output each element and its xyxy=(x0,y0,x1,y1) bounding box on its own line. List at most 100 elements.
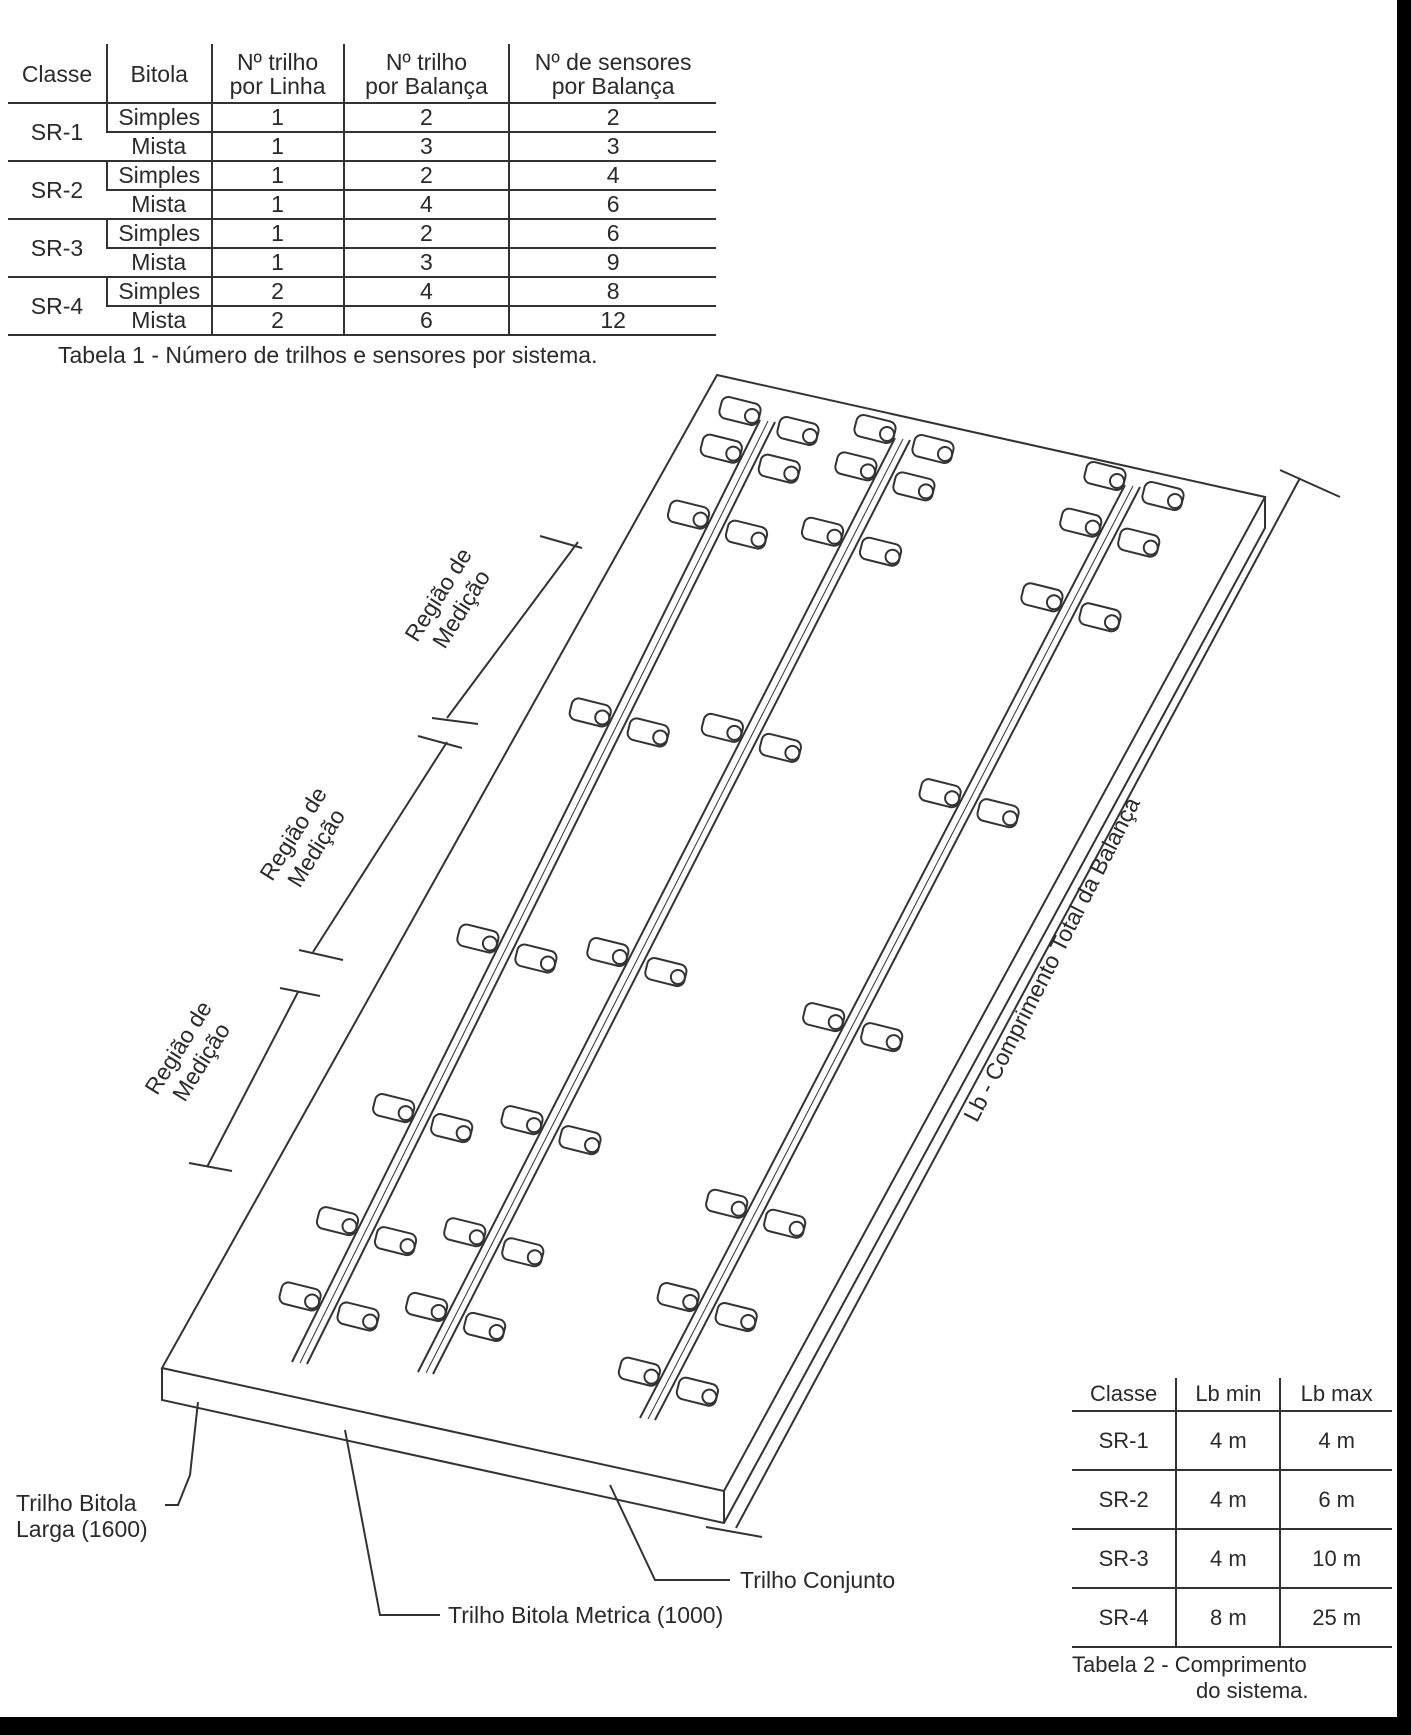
bitola-cell: Simples xyxy=(105,219,212,249)
table-row: SR-1 4 m 4 m xyxy=(1072,1411,1392,1471)
table-2-caption-line2: do sistema. xyxy=(1196,1678,1309,1703)
lb-max-cell: 4 m xyxy=(1279,1411,1392,1471)
sensor-clamp xyxy=(853,413,897,445)
sensor-clamp xyxy=(372,1093,416,1124)
sensor-clamp xyxy=(644,957,688,988)
lb-tick-top xyxy=(1279,469,1341,498)
classe-cell: SR-3 xyxy=(8,219,107,278)
sensor-clamp xyxy=(617,1356,661,1387)
sensor-clamp xyxy=(278,1281,322,1312)
sensores-cell: 4 xyxy=(508,161,716,191)
sensor-clamp xyxy=(918,778,962,809)
balanca-cell: 2 xyxy=(342,103,510,133)
table-2-grid: Classe Lb min Lb max SR-1 4 m 4 m SR-2 4… xyxy=(1072,1378,1392,1648)
sensor-clamp xyxy=(714,1302,758,1333)
sensor-clamp xyxy=(776,415,820,447)
header-lb-max: Lb max xyxy=(1279,1378,1392,1412)
sensor-clamp xyxy=(463,1311,507,1342)
balanca-cell: 3 xyxy=(342,132,510,162)
table-row: Mista 1 3 3 xyxy=(8,132,716,162)
measurement-region-tick-1a xyxy=(539,535,583,549)
lb-min-cell: 4 m xyxy=(1175,1411,1281,1471)
sensor-clamp xyxy=(860,1022,904,1053)
sensor-clamp xyxy=(558,1125,602,1156)
sensor-clamp xyxy=(700,712,744,743)
linha-cell: 2 xyxy=(210,306,344,336)
sensor-clamp xyxy=(1141,480,1185,512)
measurement-region-tick-3b xyxy=(188,1162,233,1172)
sensor-clamp xyxy=(699,433,743,464)
sensor-clamp xyxy=(430,1113,474,1144)
table-row: SR-3 Simples 1 2 6 xyxy=(8,219,716,278)
sensor-clamp xyxy=(514,943,558,974)
linha-cell: 1 xyxy=(210,132,344,162)
sensor-clamp xyxy=(705,1188,749,1219)
label-trilho-larga: Trilho Bitola Larga (1600) xyxy=(16,1490,148,1542)
measurement-region-line-1 xyxy=(446,541,579,719)
bitola-cell: Mista xyxy=(106,306,212,336)
measurement-region-tick-2b xyxy=(298,949,344,961)
sensor-clamps xyxy=(278,395,1185,1407)
sensores-cell: 3 xyxy=(508,132,716,162)
sensor-clamp xyxy=(315,1206,360,1237)
sensor-clamp xyxy=(456,923,500,954)
sensores-cell: 8 xyxy=(508,277,716,307)
sensor-clamp xyxy=(656,1282,700,1313)
balanca-cell: 4 xyxy=(342,277,510,307)
measurement-region-tick-3a xyxy=(279,987,321,997)
sensor-clamp xyxy=(892,471,936,502)
table-2-caption-line1: Tabela 2 - Comprimento xyxy=(1072,1652,1307,1677)
balanca-cell: 2 xyxy=(342,219,510,249)
lb-min-cell: 8 m xyxy=(1175,1588,1281,1648)
sensor-clamp xyxy=(500,1105,544,1136)
bitola-cell: Simples xyxy=(105,103,212,133)
lb-max-cell: 25 m xyxy=(1279,1588,1392,1648)
bitola-cell: Mista xyxy=(106,248,212,278)
classe-cell: SR-2 xyxy=(8,161,107,220)
measurement-region-tick-1b xyxy=(431,717,479,725)
sensor-clamp xyxy=(501,1237,545,1268)
leader-trilho-metrica xyxy=(344,1429,440,1616)
bitola-cell: Simples xyxy=(105,161,212,191)
sensores-cell: 2 xyxy=(508,103,716,133)
sensor-clamp xyxy=(1078,602,1122,633)
bitola-cell: Mista xyxy=(106,190,212,220)
sensor-clamp xyxy=(1059,507,1103,538)
bitola-cell: Simples xyxy=(105,277,212,307)
sensor-clamp xyxy=(757,453,801,484)
lb-max-cell: 6 m xyxy=(1279,1470,1392,1530)
table-2: Classe Lb min Lb max SR-1 4 m 4 m SR-2 4… xyxy=(1072,1378,1392,1704)
classe-cell: SR-3 xyxy=(1072,1529,1177,1589)
linha-cell: 1 xyxy=(210,161,344,191)
lb-max-cell: 10 m xyxy=(1279,1529,1392,1589)
sensor-clamp xyxy=(626,717,670,748)
classe-cell: SR-1 xyxy=(1072,1411,1177,1471)
label-trilho-metrica: Trilho Bitola Metrica (1000) xyxy=(448,1602,724,1628)
lb-min-cell: 4 m xyxy=(1175,1470,1281,1530)
label-trilho-larga-line2: Larga (1600) xyxy=(16,1516,148,1542)
measurement-region-line-3 xyxy=(206,991,299,1168)
header-classe: Classe xyxy=(8,44,107,104)
table-row: SR-4 8 m 25 m xyxy=(1072,1588,1392,1648)
linha-cell: 1 xyxy=(210,103,344,133)
lb-dimension-line xyxy=(735,477,1301,1529)
sensor-clamp xyxy=(976,798,1020,829)
balanca-cell: 2 xyxy=(342,161,510,191)
label-trilho-conjunto: Trilho Conjunto xyxy=(740,1567,896,1593)
balanca-cell: 4 xyxy=(342,190,510,220)
measurement-region-tick-2a xyxy=(417,735,463,749)
table-1-caption: Tabela 1 - Número de trilhos e sensores … xyxy=(58,342,598,368)
table-row: Mista 2 6 12 xyxy=(8,306,716,336)
lb-tick-bottom xyxy=(705,1526,763,1538)
rail-right xyxy=(639,484,1141,1421)
sensores-cell: 12 xyxy=(508,306,716,336)
classe-cell: SR-4 xyxy=(8,277,107,336)
scan-border-right xyxy=(1397,0,1411,1735)
sensor-clamp xyxy=(666,499,711,530)
sensor-clamp xyxy=(724,519,769,550)
sensores-cell: 6 xyxy=(508,190,716,220)
table-row: SR-2 4 m 6 m xyxy=(1072,1470,1392,1530)
